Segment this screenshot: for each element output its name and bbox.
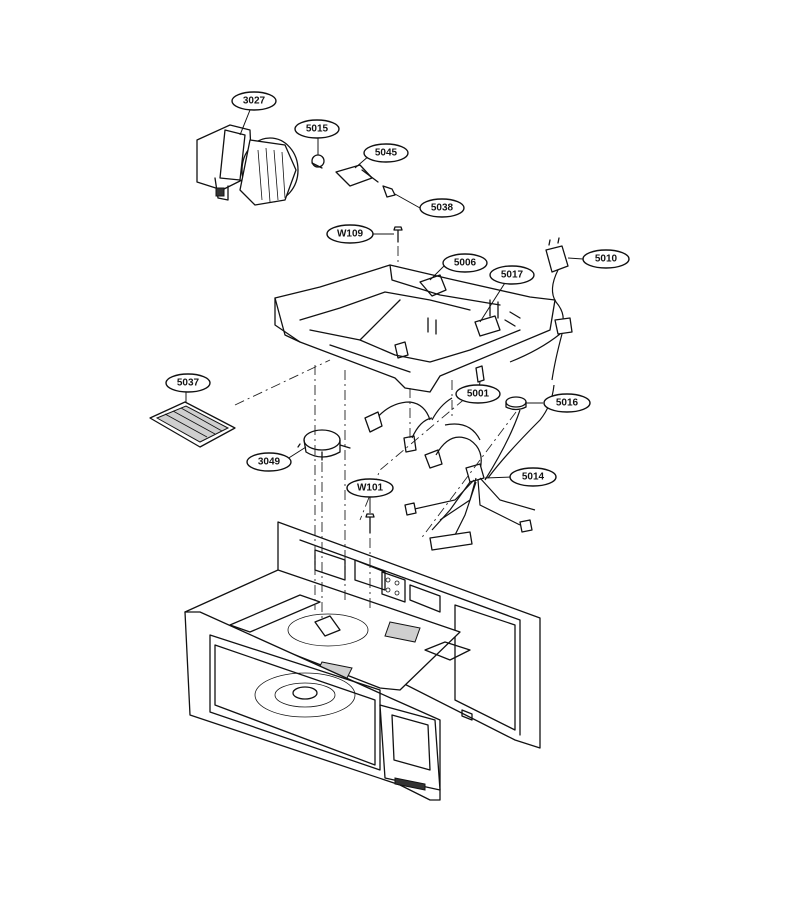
callout-w101: W101 (346, 478, 394, 498)
wire-harness-5014 (364, 384, 555, 551)
grease-filter-5037 (149, 401, 236, 448)
screw-w101 (365, 513, 375, 534)
blower-motor-assembly (196, 124, 299, 206)
assembly-lines (234, 246, 517, 620)
callout-label: 5038 (431, 203, 454, 214)
callout-5006: 5006 (442, 253, 488, 273)
callout-w109: W109 (326, 224, 374, 244)
callout-5014: 5014 (509, 467, 557, 487)
callout-label: 5006 (454, 258, 477, 269)
turntable-motor-3049 (297, 429, 351, 461)
callout-label: W109 (337, 229, 364, 240)
callout-label: 5017 (501, 270, 524, 281)
callout-5015: 5015 (294, 119, 340, 139)
callout-label: 3027 (243, 96, 266, 107)
callout-label: 5014 (522, 472, 545, 483)
oven-cavity-chassis (184, 521, 541, 801)
callout-label: 5045 (375, 148, 398, 159)
callout-label: 5016 (556, 398, 579, 409)
thermostat-5016 (505, 396, 527, 411)
callout-5037: 5037 (165, 373, 211, 393)
lamp-assembly (311, 154, 396, 198)
callout-label: W101 (357, 483, 384, 494)
callout-3049: 3049 (246, 452, 292, 472)
callout-5010: 5010 (582, 249, 630, 269)
base-plate-5006 (274, 264, 556, 393)
callout-label: 5037 (177, 378, 200, 389)
callout-label: 5001 (467, 389, 490, 400)
callout-5016: 5016 (543, 393, 591, 413)
callout-label: 3049 (258, 457, 281, 468)
callout-3027: 3027 (231, 91, 277, 111)
fuse-5001 (475, 365, 485, 383)
callout-label: 5015 (306, 124, 329, 135)
callout-5045: 5045 (363, 143, 409, 163)
callout-5038: 5038 (419, 198, 465, 218)
callout-5017: 5017 (489, 265, 535, 285)
power-cord-5010 (509, 237, 573, 381)
screw-w109 (393, 226, 403, 243)
callout-5001: 5001 (455, 384, 501, 404)
callout-label: 5010 (595, 254, 618, 265)
